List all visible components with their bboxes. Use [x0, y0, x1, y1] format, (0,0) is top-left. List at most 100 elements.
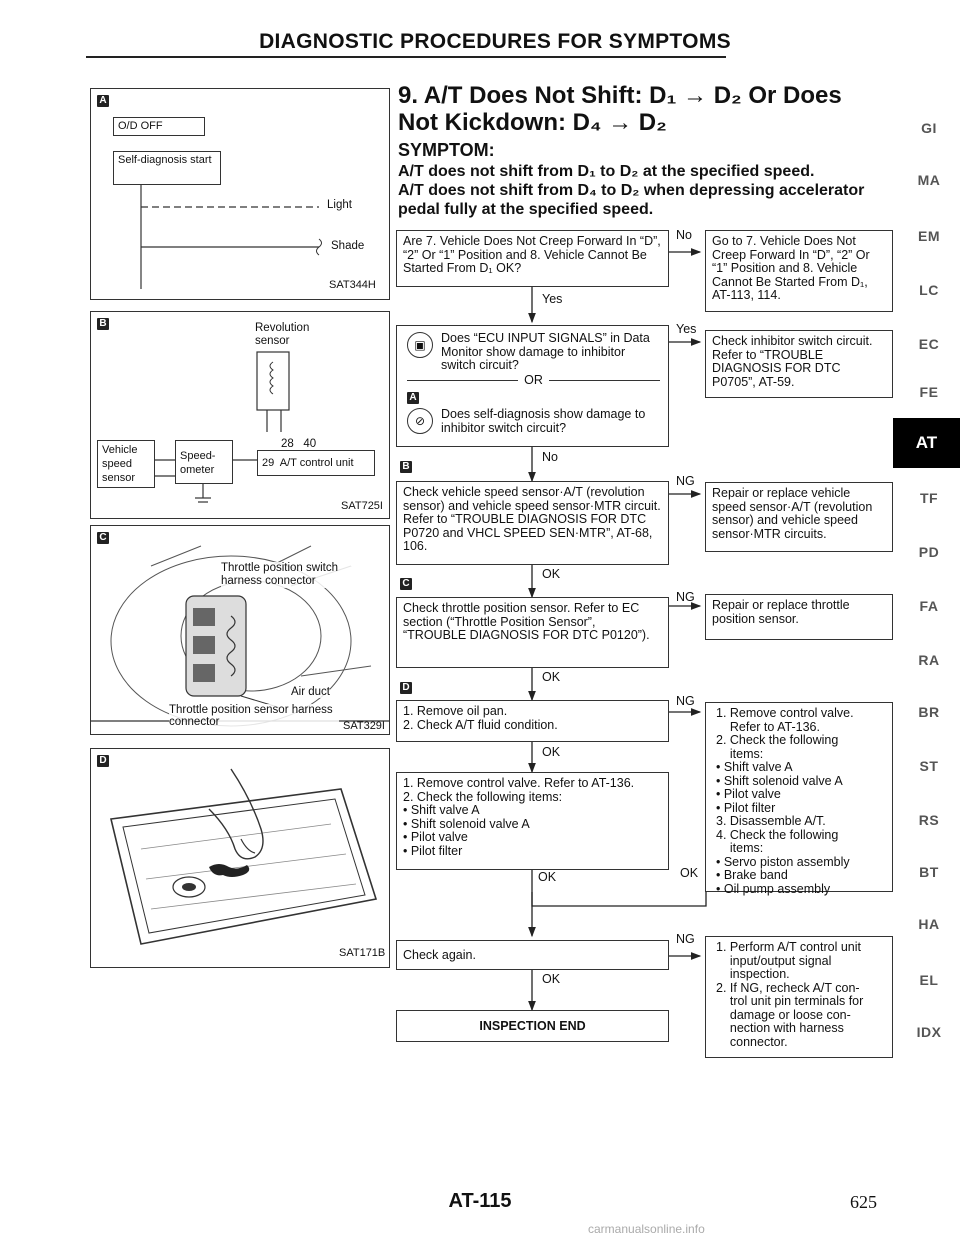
tab-tf[interactable]: TF — [919, 490, 939, 506]
section-title: 9. A/T Does Not Shift: D₁ → D₂ Or Does N… — [398, 82, 842, 136]
q2a-text: Does “ECU INPUT SIGNALS” in Data Monitor… — [441, 331, 650, 372]
at-control-unit-box: 29 A/T control unit — [257, 450, 375, 476]
q4-ok-label: OK — [542, 670, 561, 684]
self-diagnosis-start-box: Self-diagnosis start — [113, 151, 221, 185]
r5-line: • Shift solenoid valve A — [716, 773, 843, 788]
q6-ok-label: OK — [538, 870, 557, 884]
r6-line: nection with harness — [716, 1021, 844, 1035]
figure-code-d: SAT171B — [339, 947, 386, 959]
tab-st[interactable]: ST — [919, 758, 939, 774]
r6-line: connector. — [716, 1034, 788, 1049]
throttle-sensor-connector-label: Throttle position sensor harness connect… — [169, 704, 339, 728]
shade-label: Shade — [331, 240, 365, 252]
flow-result-6: 1. Perform A/T control unit input/output… — [705, 936, 893, 1058]
flow-question-1: Are 7. Vehicle Does Not Creep Forward In… — [396, 230, 669, 287]
panel-tag-b: B — [97, 318, 109, 330]
tab-rs[interactable]: RS — [918, 812, 940, 828]
flow-tag-c: C — [400, 578, 412, 590]
pin-numbers-label: 28 40 — [281, 438, 317, 450]
r5-ok-label: OK — [680, 866, 699, 880]
tab-pd[interactable]: PD — [918, 544, 940, 560]
vehicle-speed-sensor-box: Vehicle speed sensor — [97, 440, 155, 488]
flow-result-1: Go to 7. Vehicle Does Not Creep Forward … — [705, 230, 893, 312]
figure-code-c: SAT329I — [343, 720, 385, 732]
q4-ng-label: NG — [676, 590, 695, 604]
flow-question-3: Check vehicle speed sensor·A/T (revoluti… — [396, 481, 669, 565]
r5-line: 2. Check the following — [716, 733, 839, 747]
panel-tag-a: A — [97, 95, 109, 107]
flow-result-4: Repair or replace throttle position sens… — [705, 594, 893, 640]
page-header-title: DIAGNOSTIC PROCEDURES FOR SYMPTOMS — [259, 30, 731, 53]
r6-line: input/output signal — [716, 953, 832, 968]
tab-em[interactable]: EM — [918, 228, 940, 244]
tab-ma[interactable]: MA — [917, 172, 941, 188]
r5-line: 1. Remove control valve. — [716, 706, 854, 720]
r5-line: Refer to AT-136. — [716, 719, 820, 734]
signal-timing-diagram — [140, 185, 322, 289]
r5-line: • Pilot valve — [716, 787, 781, 801]
tab-idx[interactable]: IDX — [916, 1024, 942, 1040]
r5-line: • Pilot filter — [716, 800, 776, 815]
flow-tag-b: B — [400, 461, 412, 473]
r5-line: • Brake band — [716, 868, 788, 882]
q6-line: • Shift solenoid valve A — [403, 816, 530, 831]
flow-question-6: 1. Remove control valve. Refer to AT-136… — [396, 772, 669, 870]
q6-line: • Pilot valve — [403, 830, 468, 844]
q1-yes-label: Yes — [542, 292, 563, 306]
q3-ok-label: OK — [542, 567, 561, 581]
r5-line: • Oil pump assembly — [716, 881, 831, 896]
figure-panel-c: C Throttle position switch harness conne… — [90, 525, 390, 735]
r5-line: items: — [716, 746, 764, 761]
light-label: Light — [327, 199, 352, 211]
r5-line: items: — [716, 841, 764, 855]
figure-panel-b: B Revolution sensor Vehicle speed sensor… — [90, 311, 390, 519]
footer-page-number: 625 — [850, 1192, 877, 1212]
flow-question-7: Check again. — [396, 940, 669, 970]
r6-line: damage or loose con- — [716, 1007, 851, 1022]
symptom-line-2: A/T does not shift from D₄ to D₂ when de… — [398, 182, 865, 218]
q6-line: 1. Remove control valve. Refer to AT-136… — [403, 776, 635, 790]
tab-br[interactable]: BR — [918, 704, 940, 720]
tab-fe[interactable]: FE — [919, 384, 939, 400]
self-diagnosis-icon: ⊘ — [407, 408, 433, 434]
q5-ng-label: NG — [676, 694, 695, 708]
r5-line: 3. Disassemble A/T. — [716, 814, 826, 828]
flow-question-4: Check throttle position sensor. Refer to… — [396, 597, 669, 668]
speed-sensor-wiring-diagram — [155, 351, 290, 503]
header-rule — [86, 56, 726, 58]
tab-fa[interactable]: FA — [919, 598, 939, 614]
tab-lc[interactable]: LC — [919, 282, 939, 298]
q2-or-label: OR — [524, 372, 543, 387]
tab-bt[interactable]: BT — [919, 864, 939, 880]
tab-ha[interactable]: HA — [918, 916, 940, 932]
tab-el[interactable]: EL — [919, 972, 939, 988]
flow-question-2: ▣ Does “ECU INPUT SIGNALS” in Data Monit… — [396, 325, 669, 447]
od-off-button-box: O/D OFF — [113, 117, 205, 136]
flow-tag-d: D — [400, 682, 412, 694]
q5-line-1: 1. Remove oil pan. — [403, 704, 508, 718]
symptom-line-1: A/T does not shift from D₁ to D₂ at the … — [398, 163, 815, 180]
r6-line: 1. Perform A/T control unit — [716, 940, 861, 954]
panel-tag-c: C — [97, 532, 109, 544]
figure-panel-a: A O/D OFF Self-diagnosis start Light Sha… — [90, 88, 390, 300]
figure-panel-d: D SAT171B — [90, 748, 390, 968]
symptom-heading: SYMPTOM: — [398, 140, 495, 160]
r6-line: inspection. — [716, 967, 790, 981]
symptom-body: A/T does not shift from D₁ to D₂ at the … — [398, 162, 898, 219]
flow-result-5: 1. Remove control valve. Refer to AT-136… — [705, 702, 893, 895]
tab-gi[interactable]: GI — [921, 120, 937, 136]
q2-yes-label: Yes — [676, 322, 697, 336]
r6-line: trol unit pin terminals for — [716, 994, 864, 1008]
q3-ng-label: NG — [676, 474, 695, 488]
consult-screen-icon: ▣ — [407, 332, 433, 358]
q5-ok-label: OK — [542, 745, 561, 759]
tab-ra[interactable]: RA — [918, 652, 940, 668]
throttle-body-illustration — [91, 545, 389, 727]
air-duct-label: Air duct — [291, 686, 330, 698]
tab-at-active[interactable]: AT — [893, 418, 960, 468]
throttle-switch-connector-label: Throttle position switch harness connect… — [221, 562, 351, 588]
panel-tag-d: D — [97, 755, 109, 767]
q6-line: 2. Check the following items: — [403, 789, 563, 804]
tab-ec[interactable]: EC — [918, 336, 940, 352]
